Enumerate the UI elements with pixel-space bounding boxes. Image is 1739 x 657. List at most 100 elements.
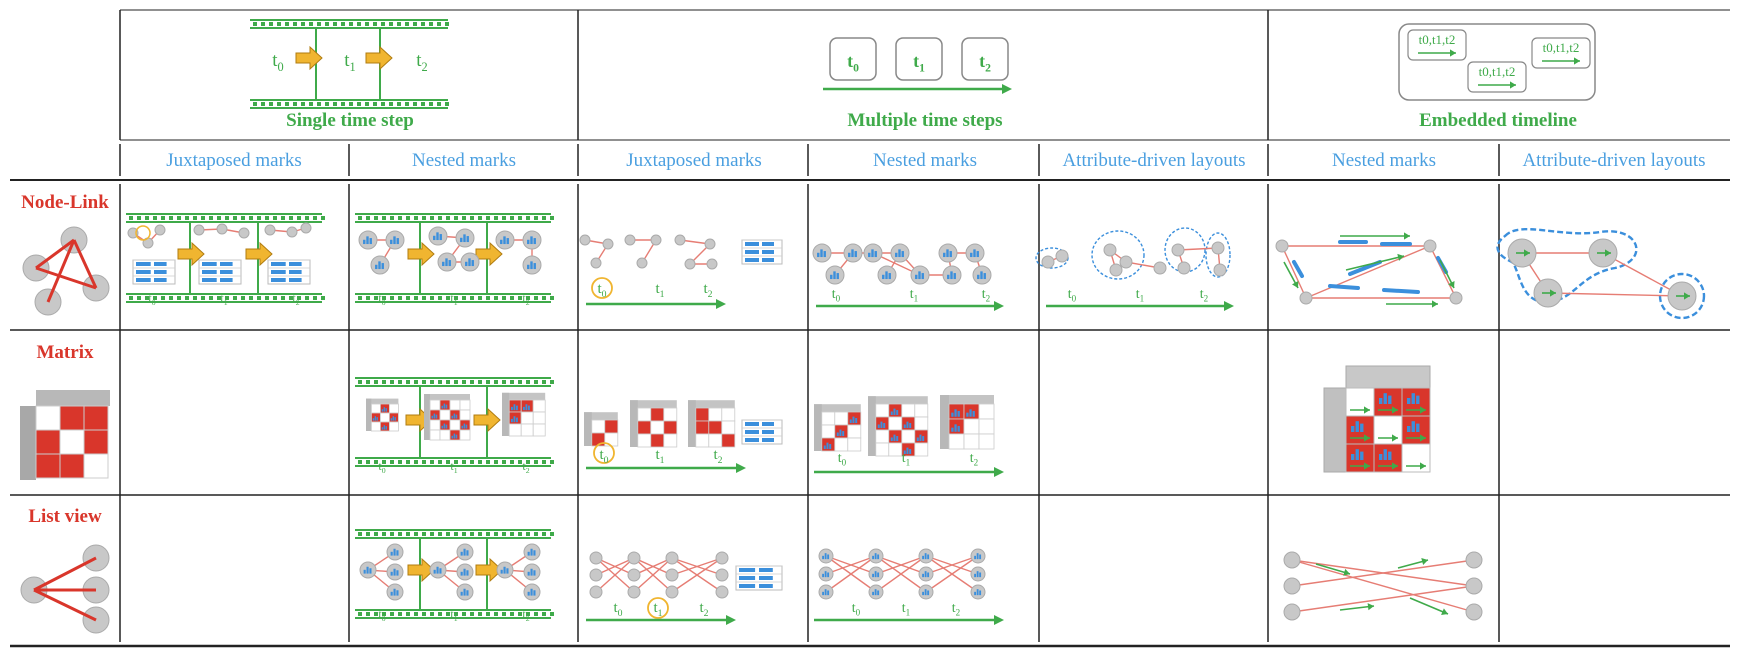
node-bar xyxy=(827,590,830,596)
time-label: t2 xyxy=(522,459,529,475)
cell-bar xyxy=(890,411,893,416)
time-label: t0 xyxy=(832,287,841,304)
matrix-header-left xyxy=(502,392,510,436)
matrix-cell xyxy=(721,420,736,435)
node xyxy=(1213,263,1227,277)
film-hole xyxy=(445,22,449,26)
node xyxy=(1041,255,1055,269)
edge xyxy=(1547,292,1683,297)
time-label: t0 xyxy=(613,600,622,619)
edge xyxy=(825,555,877,593)
matrix-header-left xyxy=(584,412,592,446)
film-hole xyxy=(510,460,514,464)
node-bar xyxy=(827,554,830,560)
node-bar xyxy=(533,550,536,556)
node-bar xyxy=(822,591,825,596)
matrix-icon-side xyxy=(20,406,36,480)
matrix-cell xyxy=(978,433,995,450)
film-hole xyxy=(325,22,329,26)
matrix-header-top xyxy=(868,396,928,404)
cell-bar xyxy=(1411,421,1415,432)
node-bar xyxy=(381,263,384,270)
cell-bar xyxy=(451,435,454,439)
node-bar xyxy=(533,570,536,576)
node-bar xyxy=(836,273,839,280)
film-hole xyxy=(462,216,466,220)
cell-nodelink-embedded-nested xyxy=(1275,232,1463,308)
film-hole xyxy=(470,380,474,384)
node xyxy=(636,257,648,269)
cell-bar xyxy=(1379,398,1383,404)
green-arrow-head xyxy=(1421,558,1428,566)
matrix-icon-cell xyxy=(59,405,85,431)
edge xyxy=(72,239,98,289)
cell-arrow-head xyxy=(1364,462,1370,470)
node xyxy=(704,238,716,250)
cell-bar xyxy=(896,436,899,442)
matrix-header-left xyxy=(366,398,372,431)
film-hole xyxy=(430,460,434,464)
matrix-cell xyxy=(459,409,471,421)
film-hole xyxy=(486,296,490,300)
step-arrow xyxy=(407,241,435,267)
list-panel xyxy=(267,259,311,285)
cell-bar xyxy=(849,419,852,424)
film-hole xyxy=(374,380,378,384)
row-icon-matrix xyxy=(20,390,110,480)
cell-arrow-head xyxy=(1364,434,1370,442)
film-hole xyxy=(406,612,410,616)
node-bar xyxy=(439,568,442,574)
time-label: t1 xyxy=(1136,287,1144,304)
node xyxy=(1153,261,1167,275)
edge xyxy=(35,238,75,270)
node-bar xyxy=(976,553,979,560)
cell-bar xyxy=(1416,395,1420,404)
mini-matrix xyxy=(940,395,995,450)
film-hole xyxy=(526,532,530,536)
edge-bar-segment xyxy=(1292,260,1304,278)
film-hole xyxy=(285,102,289,106)
node-bar xyxy=(460,571,463,576)
film-hole xyxy=(390,532,394,536)
node xyxy=(1465,577,1483,595)
cell-bar xyxy=(394,417,396,421)
list-bar xyxy=(745,242,759,246)
node-bar xyxy=(924,553,927,560)
matrix-header-top xyxy=(502,392,546,400)
time-label: t2 xyxy=(522,607,529,623)
node-bar xyxy=(871,249,874,258)
film-hole xyxy=(438,296,442,300)
node-bar xyxy=(874,553,877,560)
film-hole xyxy=(446,532,450,536)
matrix-header-left xyxy=(940,395,949,449)
mini-matrix xyxy=(630,400,678,448)
film-hole xyxy=(454,612,458,616)
film-hole xyxy=(382,612,386,616)
film-hole xyxy=(281,216,285,220)
matrix-cell xyxy=(914,442,929,457)
film-hole xyxy=(406,380,410,384)
edge xyxy=(1281,245,1307,299)
cell-arrow-head xyxy=(1392,462,1398,470)
film-hole xyxy=(217,216,221,220)
cell-bar xyxy=(513,416,516,423)
matrix-cell xyxy=(708,407,723,422)
film-hole xyxy=(374,296,378,300)
time-label: t1 xyxy=(902,601,910,618)
time-label-t2: t2 xyxy=(416,50,427,74)
film-hole xyxy=(177,296,181,300)
film-hole xyxy=(374,460,378,464)
film-hole xyxy=(510,216,514,220)
film-hole xyxy=(542,216,546,220)
node xyxy=(238,227,250,239)
node xyxy=(624,234,636,246)
matrix-header-top xyxy=(688,400,735,408)
node xyxy=(1465,603,1483,621)
matrix-cell xyxy=(888,442,903,457)
matrix-icon-cell xyxy=(35,429,61,455)
matrix-cell xyxy=(1345,387,1375,417)
film-hole xyxy=(542,460,546,464)
embedded-box-arrow-head xyxy=(1510,81,1516,89)
matrix-cell xyxy=(650,433,665,448)
